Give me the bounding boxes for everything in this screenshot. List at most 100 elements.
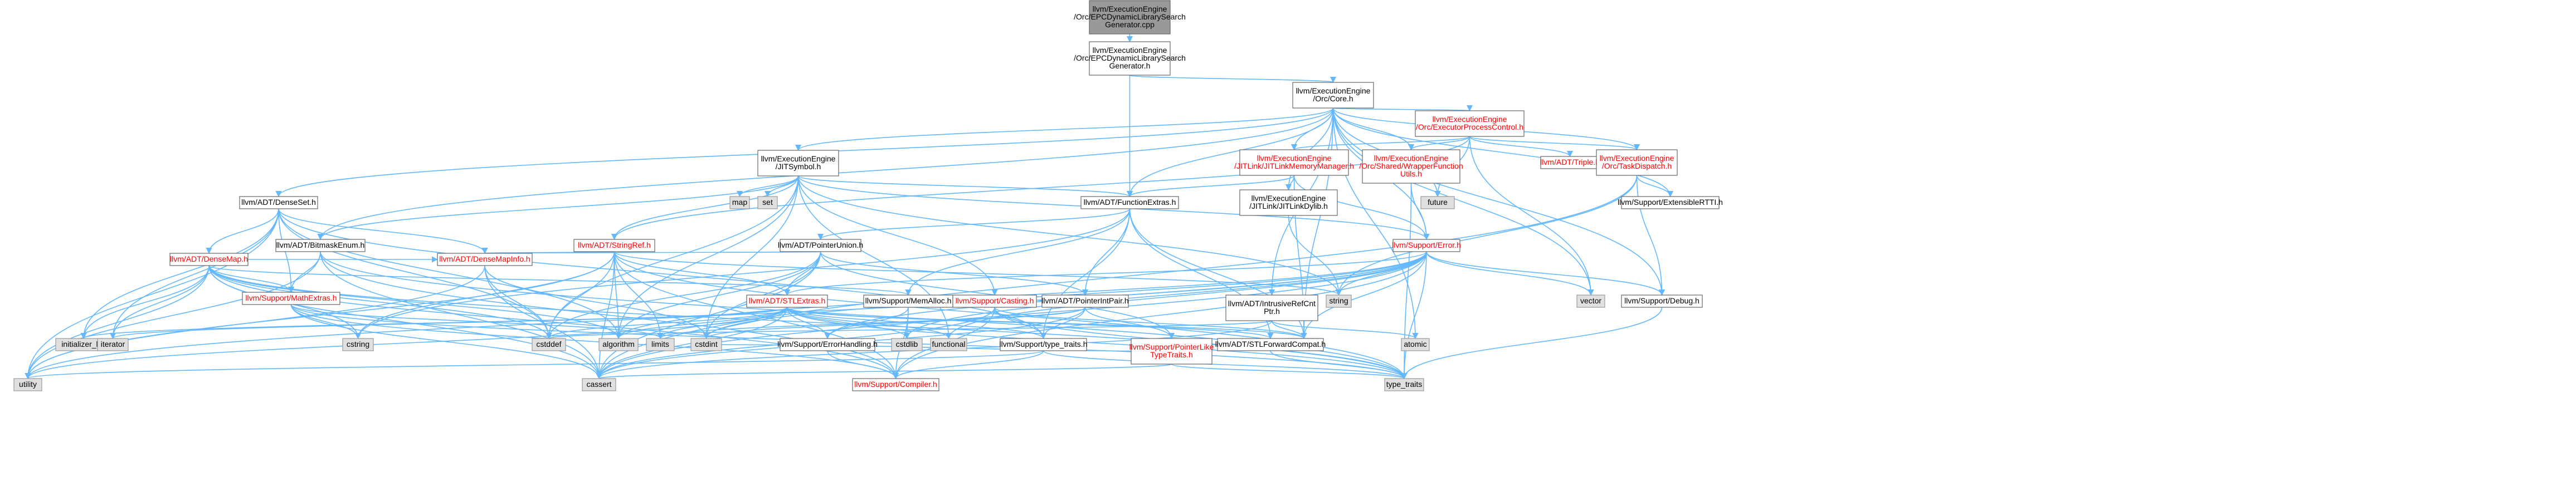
node-root[interactable]: llvm/ExecutionEngine/Orc/EPCDynamicLibra… [1074, 0, 1186, 35]
edge-funcextras-to-memalloc [905, 208, 1131, 296]
node-box [757, 150, 839, 176]
node-label: llvm/ExecutionEngine [1296, 86, 1371, 95]
node-iterator: iterator [97, 338, 129, 351]
edge-stlextras-to-typetraits [786, 307, 1046, 340]
edge-jitlinkdylib-to-string [1288, 215, 1342, 296]
node-label: /JITSymbol.h [776, 162, 821, 171]
node-casting[interactable]: llvm/Support/Casting.h [952, 295, 1037, 308]
node-jitlinkmem[interactable]: llvm/ExecutionEngine/JITLink/JITLinkMemo… [1234, 149, 1354, 176]
node-jitlinkdylib[interactable]: llvm/ExecutionEngine/JITLink/JITLinkDyli… [1239, 189, 1338, 216]
edge-densemap_set-to-iterator [109, 208, 279, 340]
node-label: /JITLink/JITLinkDylib.h [1249, 202, 1328, 210]
node-box [1239, 149, 1349, 176]
node-box [1041, 295, 1129, 308]
node-memalloc[interactable]: llvm/Support/MemAlloc.h [863, 295, 953, 308]
node-mathextras[interactable]: llvm/Support/MathExtras.h [242, 292, 340, 305]
node-label: llvm/ADT/IntrusiveRefCnt [1228, 299, 1316, 308]
node-box [1326, 295, 1352, 308]
node-label: llvm/Support/ExtensibleRTTI.h [1618, 198, 1723, 207]
edge-jitsymbol-to-map [736, 175, 799, 198]
edge-densemap_set-to-densemap [206, 208, 279, 254]
node-label: llvm/Support/MemAlloc.h [865, 296, 952, 305]
edge-error_h-to-memory [1301, 251, 1427, 340]
edge-ptrlike-to-std_typetraits [1171, 364, 1408, 380]
node-epc_h[interactable]: llvm/ExecutionEngine/Orc/ExecutorProcess… [1415, 110, 1525, 137]
node-label: llvm/ADT/PointerUnion.h [778, 240, 863, 249]
edge-jitsymbol-to-stringref [611, 175, 799, 240]
node-jitsymbol[interactable]: llvm/ExecutionEngine/JITSymbol.h [757, 150, 839, 176]
node-box [1217, 338, 1324, 351]
edge-core_h-to-jitlinkdylib [1285, 107, 1334, 191]
edge-gen_h-to-core_h [1129, 75, 1336, 84]
node-stlforward[interactable]: llvm/ADT/STLForwardCompat.h [1215, 338, 1326, 351]
node-box [1392, 239, 1460, 252]
edge-epc_h-to-triple [1469, 136, 1573, 158]
node-box [690, 338, 722, 351]
edge-densemap-to-utility [25, 265, 210, 380]
node-wrapperutils[interactable]: llvm/ExecutionEngine/Orc/Shared/WrapperF… [1359, 149, 1463, 184]
node-label: llvm/Support/Casting.h [956, 296, 1034, 305]
node-label: /Orc/Shared/WrapperFunction [1359, 161, 1463, 170]
node-typetraits[interactable]: llvm/Support/type_traits.h [1000, 338, 1088, 351]
node-stringref[interactable]: llvm/ADT/StringRef.h [573, 239, 655, 252]
node-label: cstdlib [896, 340, 918, 349]
edge-densemapinfo-to-cstdint [484, 265, 710, 340]
edge-error_h-to-debug_h [1426, 251, 1665, 296]
edge-jitlinkmem-to-funcextras [1127, 175, 1295, 198]
node-label: TypeTraits.h [1150, 350, 1193, 359]
node-error_h[interactable]: llvm/Support/Error.h [1392, 239, 1461, 252]
node-cstdlib: cstdlib [891, 338, 923, 351]
edge-stlforward-to-std_typetraits [1270, 350, 1408, 380]
edge-stlextras-to-cstdint [703, 307, 788, 340]
node-box [1080, 196, 1179, 209]
node-box [930, 338, 967, 351]
edge-stlextras-to-algorithm [615, 307, 788, 340]
node-label: llvm/ExecutionEngine [1433, 115, 1507, 124]
node-densemap_set[interactable]: llvm/ADT/DenseSet.h [239, 196, 318, 209]
node-taskdispatch[interactable]: llvm/ExecutionEngine/Orc/TaskDispatch.h [1596, 149, 1678, 176]
node-gen_h[interactable]: llvm/ExecutionEngine/Orc/EPCDynamicLibra… [1074, 41, 1186, 76]
node-triple[interactable]: llvm/ADT/Triple.h [1540, 156, 1600, 169]
node-algorithm: algorithm [598, 338, 639, 351]
node-densemap[interactable]: llvm/ADT/DenseMap.h [169, 253, 249, 266]
node-box [437, 253, 533, 266]
node-label: llvm/Support/Debug.h [1624, 296, 1700, 305]
node-densemapinfo[interactable]: llvm/ADT/DenseMapInfo.h [437, 253, 533, 266]
node-ptrintpair[interactable]: llvm/ADT/PointerIntPair.h [1041, 295, 1129, 308]
node-box [1000, 338, 1087, 351]
edge-error_h-to-vector [1426, 251, 1594, 296]
edge-intrusiveref-to-atomic [1271, 320, 1419, 340]
edge-debug_h-to-std_typetraits [1401, 307, 1663, 380]
node-label: llvm/ADT/FunctionExtras.h [1084, 198, 1176, 207]
node-extrtti[interactable]: llvm/Support/ExtensibleRTTI.h [1618, 196, 1723, 209]
edge-densemap-to-compiler [208, 265, 899, 380]
node-label: utility [19, 380, 37, 389]
edge-casting-to-memory [994, 307, 1307, 340]
node-box [852, 378, 939, 391]
node-core_h[interactable]: llvm/ExecutionEngine/Orc/Core.h [1292, 82, 1374, 109]
node-box [646, 338, 675, 351]
edge-stlextras-to-std_typetraits [786, 307, 1408, 380]
node-bitmaskenum[interactable]: llvm/ADT/BitmaskEnum.h [275, 239, 366, 252]
node-compiler[interactable]: llvm/Support/Compiler.h [852, 378, 939, 391]
edge-stringref-to-string [613, 251, 1342, 296]
node-box [242, 292, 340, 305]
node-funcextras[interactable]: llvm/ADT/FunctionExtras.h [1080, 196, 1179, 209]
node-label: map [732, 198, 747, 207]
node-box [1401, 338, 1430, 351]
node-errorhandling[interactable]: llvm/Support/ErrorHandling.h [777, 338, 878, 351]
edge-stringref-to-stlextras [613, 251, 791, 296]
node-debug_h[interactable]: llvm/Support/Debug.h [1621, 295, 1703, 308]
node-box [1225, 295, 1318, 321]
edge-memalloc-to-cstdlib [903, 307, 910, 340]
node-label: /Orc/EPCDynamicLibrarySearch [1074, 53, 1186, 62]
edge-core_h-to-extrtti [1332, 107, 1674, 198]
node-label: llvm/Support/type_traits.h [1000, 340, 1088, 349]
node-ptrunion[interactable]: llvm/ADT/PointerUnion.h [778, 239, 863, 252]
node-label: limits [651, 340, 669, 349]
node-label: initializer_list [61, 340, 105, 349]
node-stlextras[interactable]: llvm/ADT/STLExtras.h [746, 295, 828, 308]
edge-densemap_set-to-densemapinfo [278, 208, 488, 254]
